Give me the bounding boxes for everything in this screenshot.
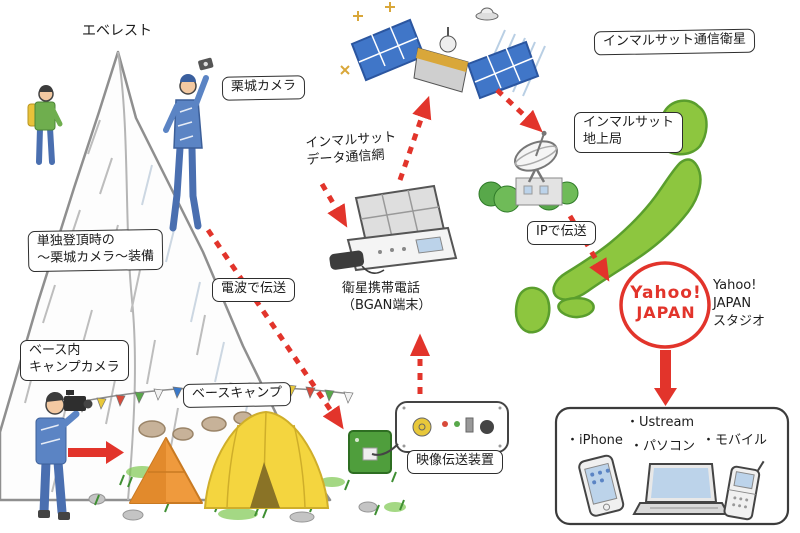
satellite-dish-icon	[514, 130, 558, 172]
sparkle-icon	[340, 65, 350, 75]
label-video-device: 映像伝送装置	[407, 450, 504, 474]
smartphone-icon	[578, 454, 625, 517]
cameraman-figure	[35, 390, 93, 520]
label-inmarsat-ground-line1: インマルサット	[583, 115, 675, 130]
label-everest: エベレスト	[82, 23, 152, 39]
arrow-ground-to-yahoo	[567, 214, 610, 282]
led-red	[442, 421, 448, 427]
label-solo-equipment: 単独登頂時の ～栗城カメラ～装備	[27, 228, 164, 272]
label-base-camp-camera: ベース内 キャンプカメラ	[20, 340, 129, 381]
device-dial	[480, 420, 494, 434]
label-bgan-line1: 衛星携帯電話	[342, 281, 421, 296]
label-ip-transmission: IPで伝送	[527, 221, 596, 245]
ground-station-drawing	[478, 130, 579, 213]
label-base-camp-camera-line1: ベース内	[29, 343, 81, 358]
label-studio-line1: Yahoo!	[713, 278, 757, 293]
led-green	[454, 421, 460, 427]
device-knob	[412, 417, 432, 437]
label-yahoo-studio: Yahoo! JAPAN スタジオ	[713, 277, 765, 332]
flip-phone-icon	[723, 460, 765, 521]
label-radio-transmission: 電波で伝送	[212, 278, 296, 302]
arrow-climber-to-basecamp	[205, 228, 344, 430]
label-base-camp: ベースキャンプ	[182, 382, 292, 408]
label-studio-line2: JAPAN	[713, 296, 752, 312]
helmet-camera-icon	[198, 57, 214, 71]
label-inmarsat-ground: インマルサット 地上局	[574, 112, 684, 153]
label-bgan-line2: （BGAN端末）	[342, 297, 432, 313]
yahoo-circle	[619, 261, 711, 349]
inmarsat-satellite-drawing	[340, 2, 546, 100]
laptop-icon	[632, 463, 730, 515]
orange-tent	[129, 437, 203, 504]
label-inmarsat-satellite: インマルサット通信衛星	[593, 28, 756, 56]
video-camera-icon	[64, 390, 93, 411]
label-base-camp-camera-line2: キャンプカメラ	[29, 359, 120, 375]
hiker-figure	[27, 85, 63, 165]
handset-icon	[329, 250, 365, 270]
label-device-ustream: ・Ustream	[626, 415, 695, 430]
field-transmitter-box	[348, 430, 392, 474]
label-solo-equipment-line2: ～栗城カメラ～装備	[37, 248, 155, 266]
label-bgan: 衛星携帯電話 （BGAN端末）	[342, 281, 431, 315]
bgan-terminal-drawing	[329, 184, 458, 274]
arrow-cameraman-to-tents	[68, 441, 124, 464]
label-solo-equipment-line1: 単独登頂時の	[36, 232, 115, 250]
label-device-iphone: ・iPhone	[566, 433, 623, 448]
label-inmarsat-ground-line2: 地上局	[583, 131, 623, 147]
label-yahoo-line1: Yahoo!	[630, 283, 702, 303]
device-switch	[465, 417, 474, 433]
station-building	[515, 177, 563, 206]
label-device-pc: ・パソコン	[630, 439, 696, 454]
label-yahoo-line2: JAPAN	[636, 303, 696, 322]
climber-kuriki-figure	[163, 57, 214, 232]
label-studio-line3: スタジオ	[713, 314, 766, 330]
mountain-blue-hatching	[141, 164, 249, 443]
label-device-mobile: ・モバイル	[702, 433, 768, 448]
ufo-icon	[475, 11, 499, 21]
arrow-satellite-to-ground	[495, 88, 543, 133]
label-kuriki-camera: 栗城カメラ	[221, 75, 306, 101]
label-yahoo-japan: Yahoo! JAPAN	[622, 283, 710, 322]
arrow-yahoo-to-devices	[654, 350, 677, 406]
label-inmarsat-network: インマルサット データ通信網	[305, 130, 398, 170]
arrow-terminal-to-satellite	[397, 95, 432, 181]
video-transmission-device-drawing	[371, 401, 509, 456]
devices-panel	[554, 406, 790, 526]
sparkle-icon	[353, 2, 395, 21]
yellow-tent	[203, 410, 330, 509]
arrow-network-to-terminal	[319, 182, 348, 228]
arrows	[68, 88, 677, 464]
